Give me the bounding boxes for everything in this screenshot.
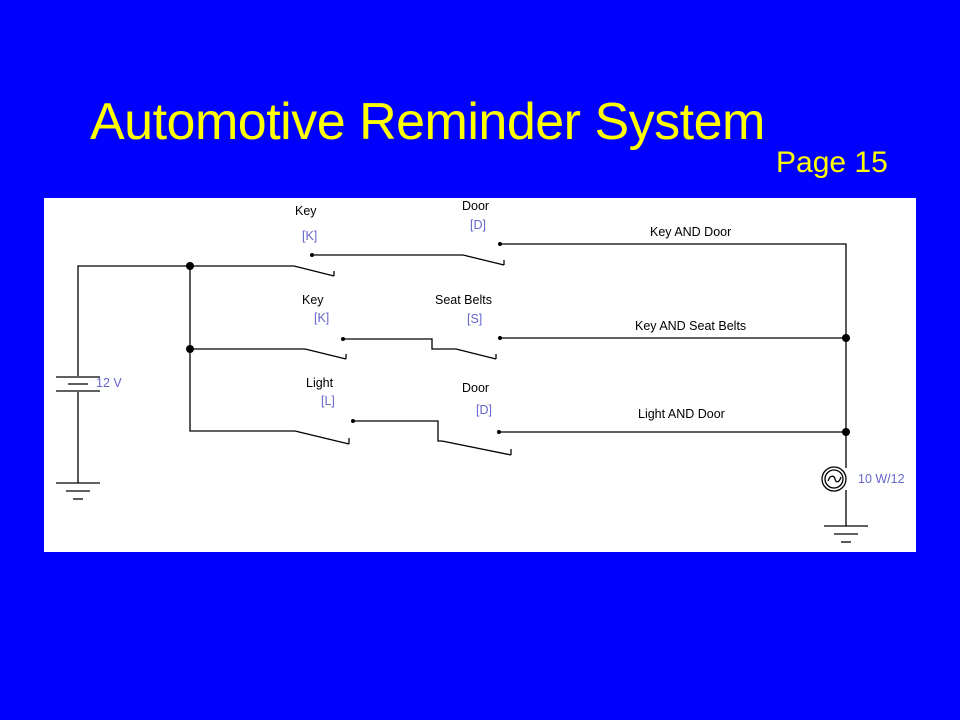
junctions bbox=[186, 262, 850, 436]
contact-dot bbox=[498, 242, 502, 246]
ground-left-icon bbox=[56, 482, 100, 500]
switch-door-bottom-tag: [D] bbox=[476, 403, 492, 417]
middle-mid-wire bbox=[344, 338, 456, 350]
junction-dot bbox=[842, 334, 850, 342]
lamp-label: 10 W/12 bbox=[858, 472, 905, 486]
circuit-diagram: 12 V bbox=[44, 198, 916, 552]
switch-light-tag: [L] bbox=[321, 394, 335, 408]
ground-right-icon bbox=[824, 525, 868, 543]
switch-light-label: Light bbox=[306, 376, 334, 390]
contact-dot bbox=[497, 430, 501, 434]
bottom-mid-wire bbox=[354, 420, 442, 442]
switches bbox=[293, 254, 512, 456]
switch-key-middle-icon bbox=[304, 348, 347, 360]
switch-key-top-tag: [K] bbox=[302, 229, 317, 243]
switch-door-bottom-icon bbox=[441, 440, 512, 456]
junction-dot bbox=[186, 262, 194, 270]
switch-key-top-label: Key bbox=[295, 204, 317, 218]
switch-key-middle-tag: [K] bbox=[314, 311, 329, 325]
switch-door-top-tag: [D] bbox=[470, 218, 486, 232]
branch-middle-label: Key AND Seat Belts bbox=[635, 319, 746, 333]
switch-seatbelts-icon bbox=[455, 348, 497, 360]
branch-bottom-label: Light AND Door bbox=[638, 407, 725, 421]
switch-key-top-icon bbox=[293, 265, 335, 277]
wires bbox=[77, 243, 847, 526]
junction-dot bbox=[842, 428, 850, 436]
battery bbox=[56, 376, 100, 392]
switch-seatbelts-tag: [S] bbox=[467, 312, 482, 326]
switch-door-top-icon bbox=[462, 254, 505, 266]
contacts bbox=[310, 242, 502, 434]
switch-seatbelts-label: Seat Belts bbox=[435, 293, 492, 307]
junction-dot bbox=[186, 345, 194, 353]
contact-dot bbox=[498, 336, 502, 340]
switch-key-middle-label: Key bbox=[302, 293, 324, 307]
switch-light-icon bbox=[294, 430, 350, 445]
switch-door-bottom-label: Door bbox=[462, 381, 489, 395]
branch-top-label: Key AND Door bbox=[650, 225, 731, 239]
contact-dot bbox=[351, 419, 355, 423]
contact-dot bbox=[341, 337, 345, 341]
top-output-wire bbox=[501, 243, 847, 468]
page-number: Page 15 bbox=[776, 146, 888, 179]
contact-dot bbox=[310, 253, 314, 257]
lamp-icon bbox=[821, 466, 847, 492]
switch-door-top-label: Door bbox=[462, 199, 489, 213]
slide-title: Automotive Reminder System bbox=[90, 93, 765, 151]
circuit-svg: 12 V bbox=[56, 199, 905, 543]
battery-label: 12 V bbox=[96, 376, 122, 390]
